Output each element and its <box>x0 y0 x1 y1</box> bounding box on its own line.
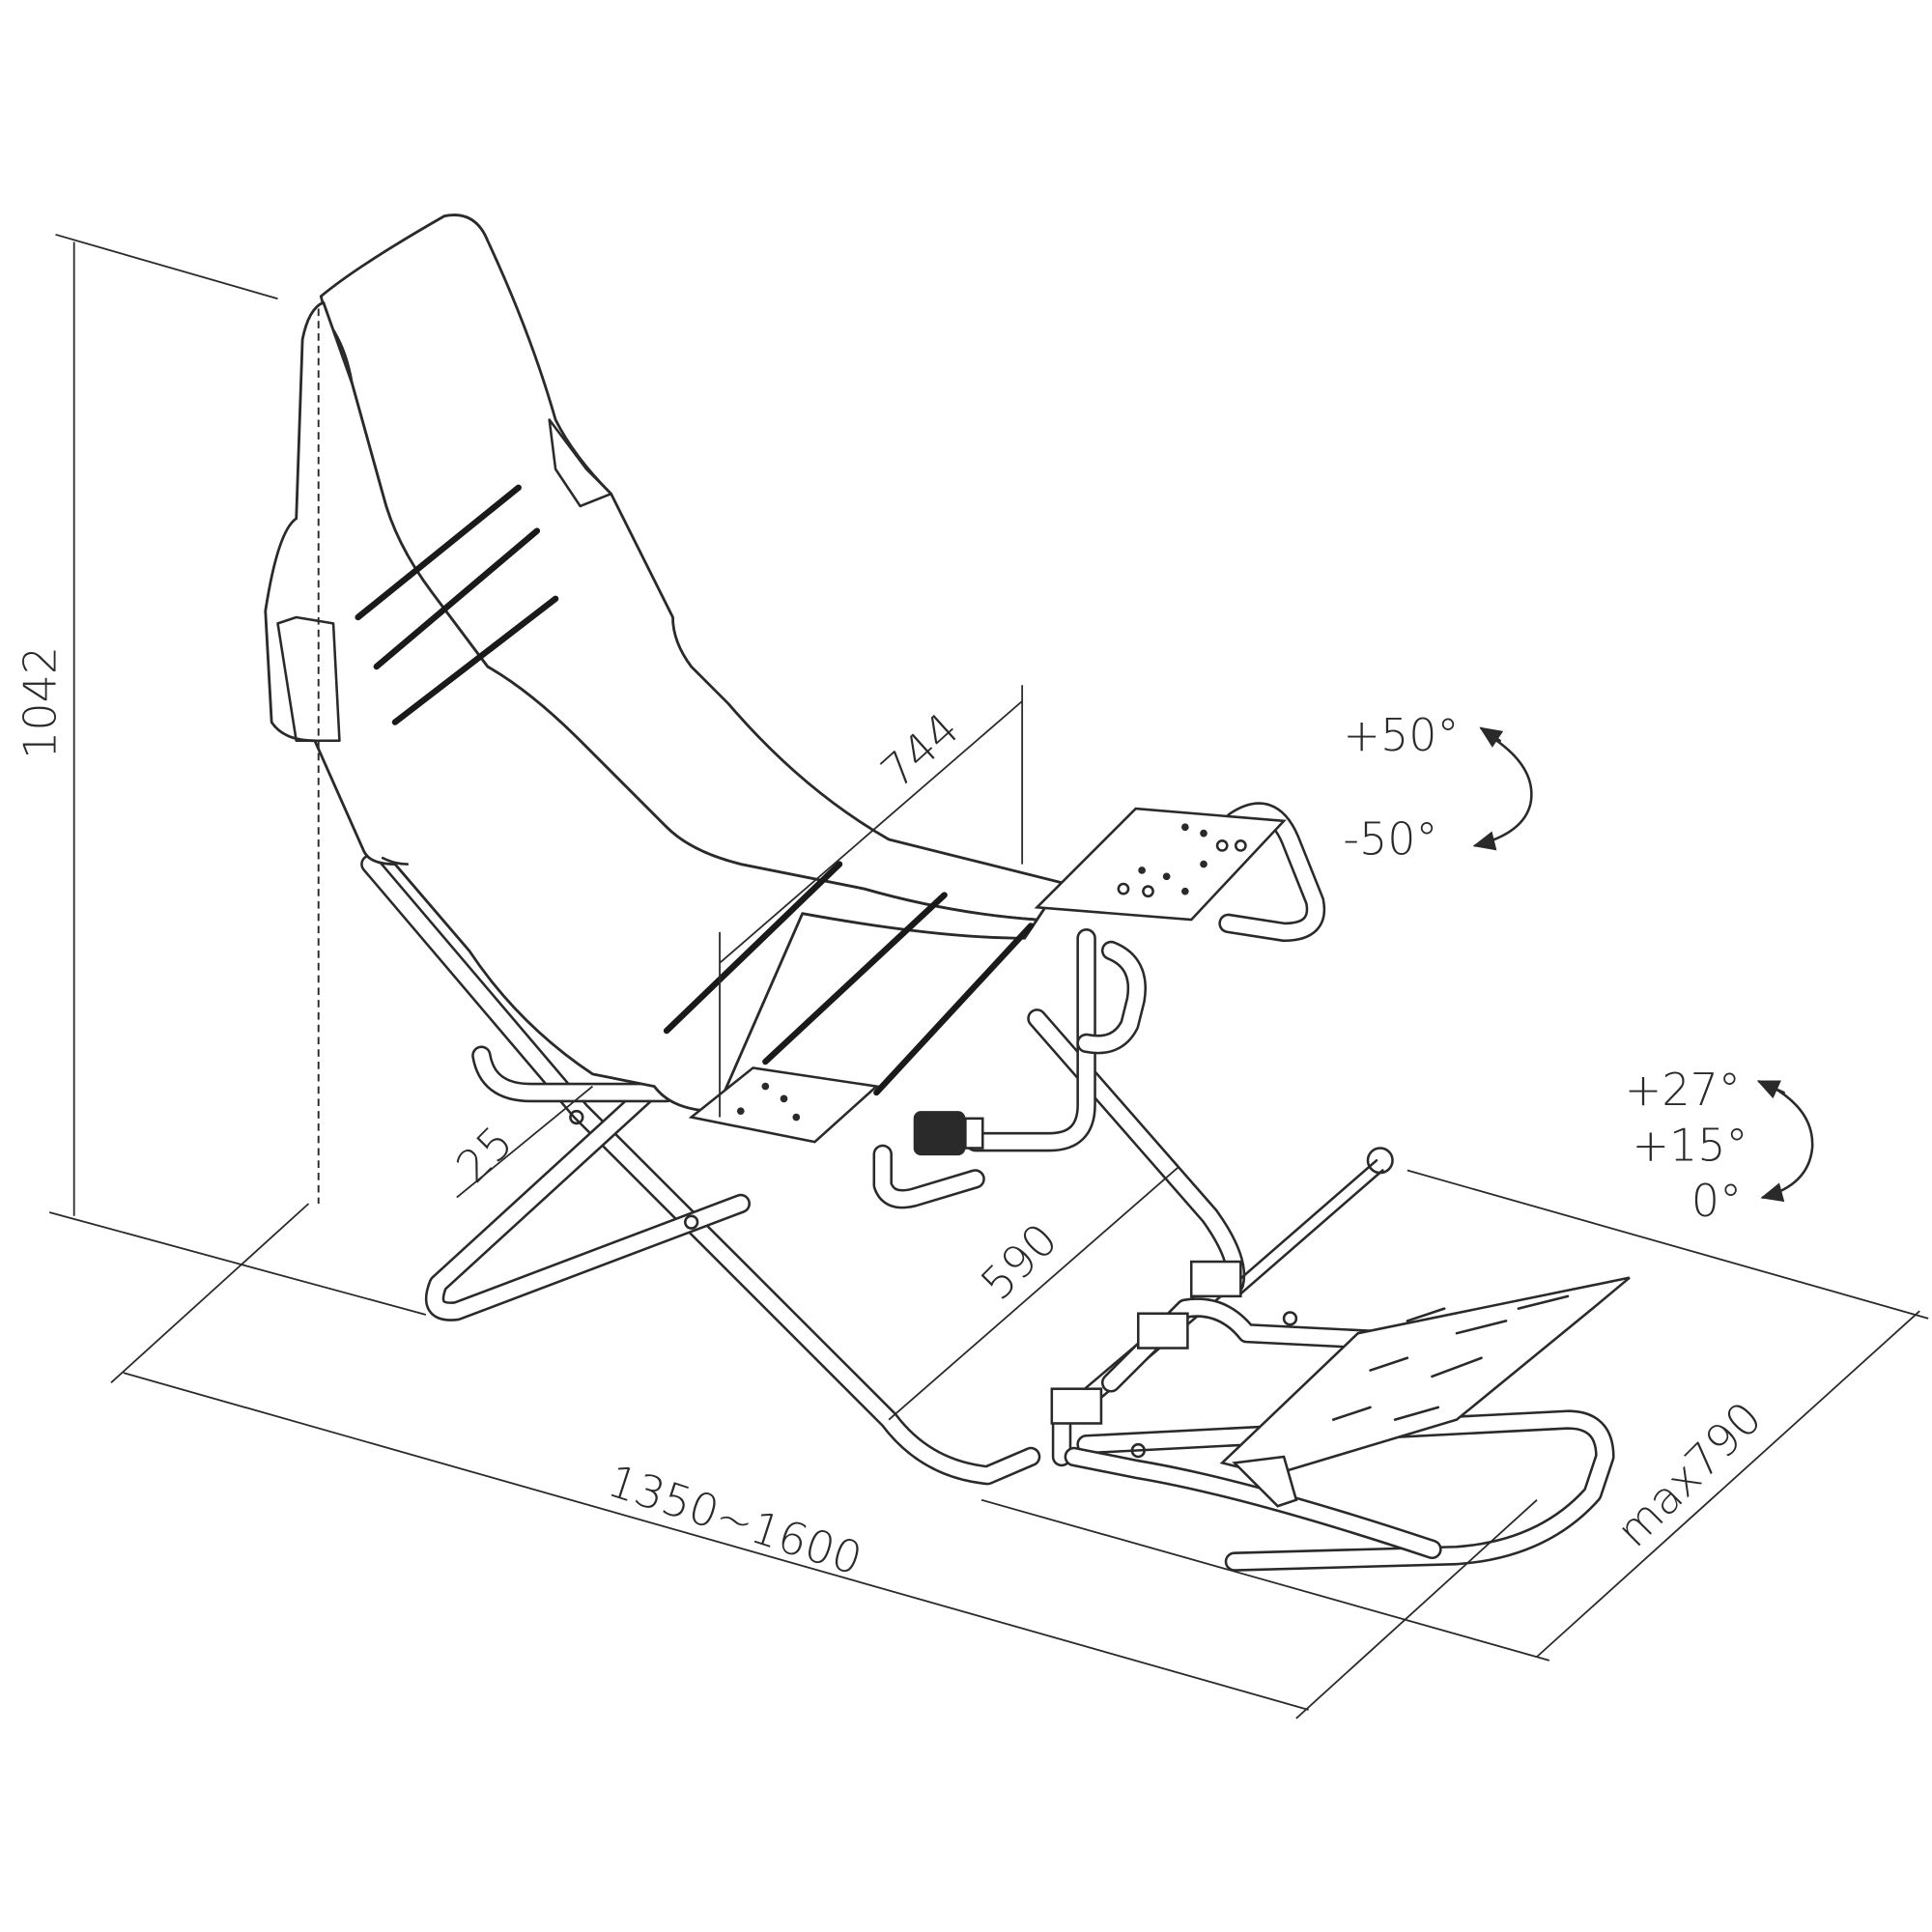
pedal-angle-max: +27° <box>1625 1064 1741 1116</box>
frame-width-label: 590 <box>971 1213 1067 1310</box>
frame-width-dimension: 590 <box>888 1165 1180 1421</box>
wheel-angle-down: -50° <box>1343 812 1437 865</box>
pedal-assembly <box>1050 1147 1631 1572</box>
rotation-arrow-icon <box>1472 733 1533 851</box>
offset-label: 25 <box>446 1116 524 1193</box>
pedal-angle-mid: +15° <box>1632 1119 1747 1171</box>
pedal-angle-min: 0° <box>1691 1175 1742 1227</box>
seat-width-label: 744 <box>871 702 969 798</box>
wheel-tilt-range: +50° -50° <box>1343 709 1533 865</box>
rotation-arrow-icon <box>1760 1085 1814 1203</box>
wheel-plate <box>1034 807 1287 922</box>
shifter-plate <box>688 1066 984 1156</box>
height-label: 1042 <box>14 646 67 759</box>
height-dimension: 1042 <box>14 233 427 1316</box>
seat <box>264 213 1064 1205</box>
wheel-angle-up: +50° <box>1343 709 1459 761</box>
pedal-tilt-range: +27° +15° 0° <box>1625 1064 1814 1227</box>
pedal-depth-label: max790 <box>1606 1391 1772 1556</box>
